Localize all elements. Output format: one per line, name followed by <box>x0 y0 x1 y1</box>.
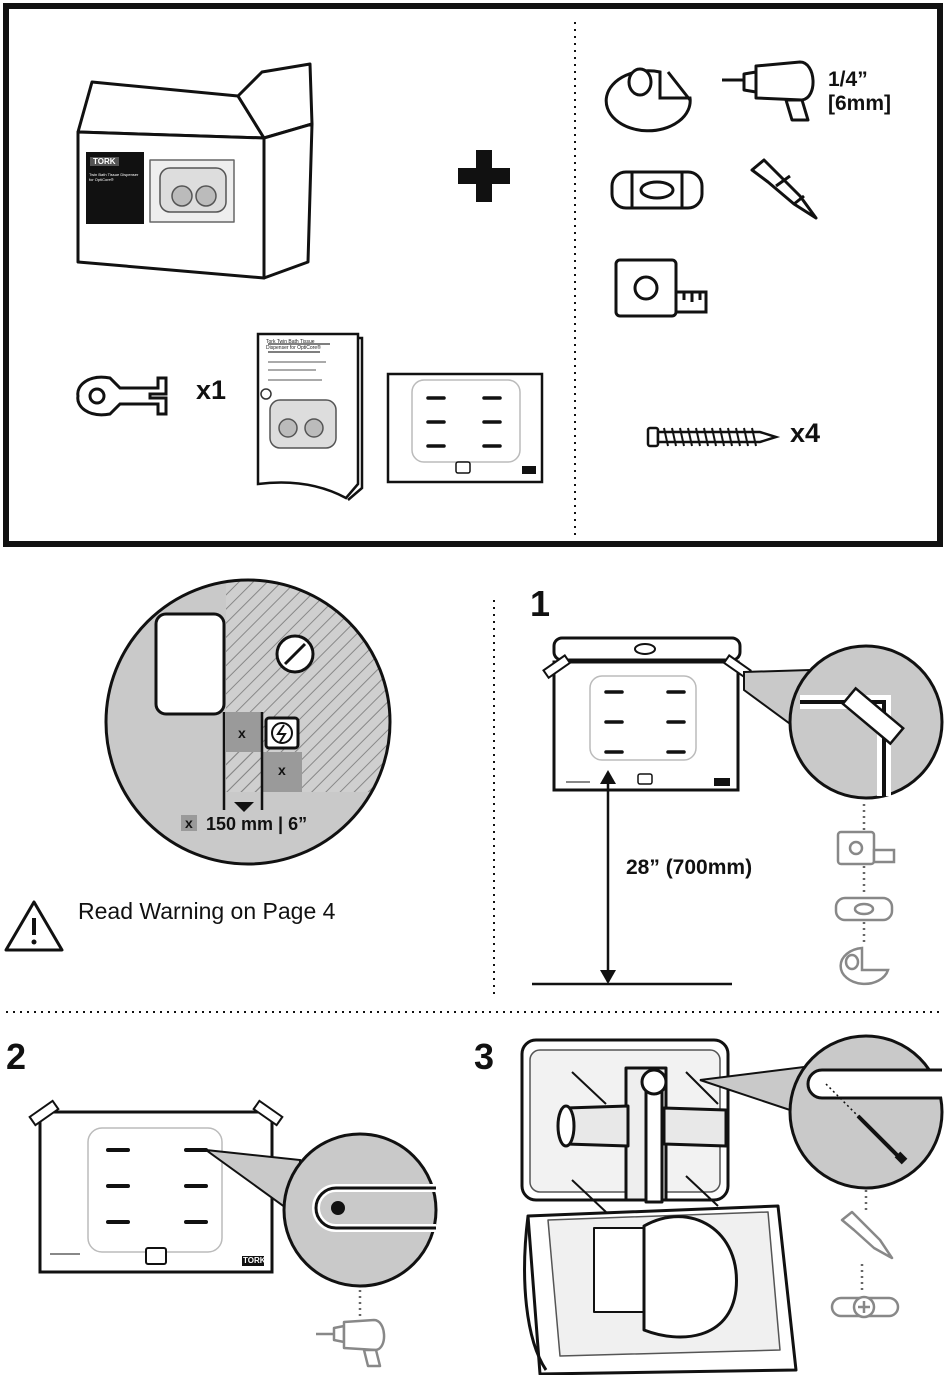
warning-icon <box>4 900 64 952</box>
screw-icon <box>646 426 781 448</box>
step2-drill-icon <box>316 1290 386 1368</box>
step2-number: 2 <box>6 1036 27 1077</box>
spirit-level-icon <box>610 170 704 210</box>
manual-booklet-illustration <box>256 332 364 501</box>
step3-dispenser-illustration <box>520 1038 798 1375</box>
box-title: Twin Bath Tissue Dispenser for OptiCore® <box>89 172 139 182</box>
clearance-distance: 150 mm | 6” <box>206 814 308 834</box>
screwdriver-icon <box>750 158 818 220</box>
warning-text: Read Warning on Page 4 <box>78 898 336 924</box>
step3-tool-icons <box>830 1190 900 1319</box>
drill-bit-size: 1/4” <box>828 68 868 91</box>
step2-template-on-wall <box>28 1099 284 1274</box>
box-brand-logo: TORK <box>90 157 119 166</box>
step1-template-with-level <box>532 636 752 986</box>
tape-measure-icon <box>614 258 708 318</box>
clearance-marker-3: x <box>181 815 197 831</box>
mounting-template-illustration <box>386 372 544 484</box>
clearance-marker-1: x <box>238 725 246 741</box>
step1-tool-icons <box>834 804 896 986</box>
manual-title: Tork Twin Bath Tissue Dispenser for Opti… <box>266 339 321 351</box>
plus-icon <box>458 150 510 202</box>
step2-zoom-detail <box>202 1132 438 1288</box>
step1-zoom-detail <box>743 644 944 800</box>
tape-icon <box>604 67 692 133</box>
template-brand-logo: TORK <box>243 1256 266 1265</box>
step1-height-measure: 28” (700mm) <box>626 856 753 879</box>
step3-number: 3 <box>474 1036 495 1077</box>
kit-contents-frame <box>3 3 943 547</box>
key-icon <box>76 375 168 417</box>
step1-number: 1 <box>530 583 551 624</box>
screw-quantity: x4 <box>790 418 821 448</box>
step3-zoom-detail <box>699 1034 944 1190</box>
key-quantity: x1 <box>196 375 227 405</box>
product-box-illustration <box>76 62 314 280</box>
clearance-marker-2: x <box>278 762 286 778</box>
drill-bit-size-metric: [6mm] <box>828 92 891 115</box>
drill-icon <box>722 60 815 122</box>
